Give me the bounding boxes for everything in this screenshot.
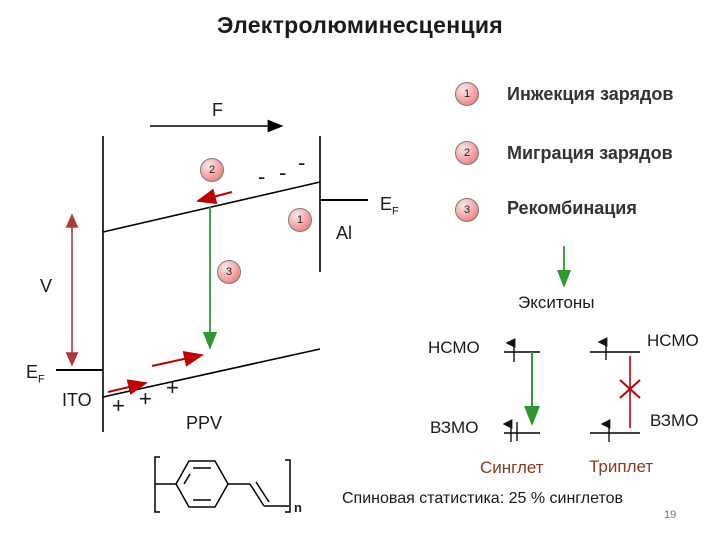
step-3-badge: 3 [455,198,479,222]
voltage-label: V [40,276,53,296]
electron-migration-arrow [196,188,233,205]
hole-migration-arrow-upper [151,351,204,367]
fermi-level-al-label: EF [380,194,399,218]
electron-charge: - [279,160,287,185]
hole-charge: + [112,393,125,418]
step-1-badge: 1 [455,82,479,106]
triplet-lower-level-label: ВЗМО [650,411,699,430]
fermi-level-ito-label: EF [26,362,45,386]
lumo-band-line [102,181,321,233]
step-2-badge: 2 [455,141,479,165]
slide-title: Электролюминесценция [217,12,503,38]
hole-charge: + [139,386,152,411]
injection-marker: 1 [288,208,312,232]
field-label: F [212,100,223,120]
electron-charge: - [258,164,266,189]
spin-statistics-caption: Спиновая статистика: 25 % синглетов [342,490,624,507]
polymer-repeat-index: n [294,500,302,515]
migration-marker: 2 [200,158,224,182]
singlet-label: Синглет [480,458,544,477]
ppv-structure [154,456,291,513]
hole-charge: + [166,375,179,400]
ito-electrode-label: ITO [62,390,92,410]
al-electrode-label: Al [336,223,353,243]
step-1-label: Инжекция зарядов [507,84,674,104]
step-2-label: Миграция зарядов [507,143,673,163]
exciton-label: Экситоны [518,293,595,312]
recombination-marker: 3 [217,260,241,284]
forbidden-cross-icon [619,379,641,399]
ppv-label: PPV [186,413,223,433]
hole-migration-arrow-lower [107,379,148,395]
homo-band-line [102,348,321,398]
singlet-lower-level-label: ВЗМО [430,418,479,437]
triplet-upper-level-label: НСМО [647,331,699,350]
singlet-upper-level-label: НСМО [428,338,480,357]
step-3-label: Рекомбинация [507,198,637,218]
electron-charge: - [298,150,306,175]
triplet-label: Триплет [589,457,654,476]
page-number: 19 [664,509,677,521]
